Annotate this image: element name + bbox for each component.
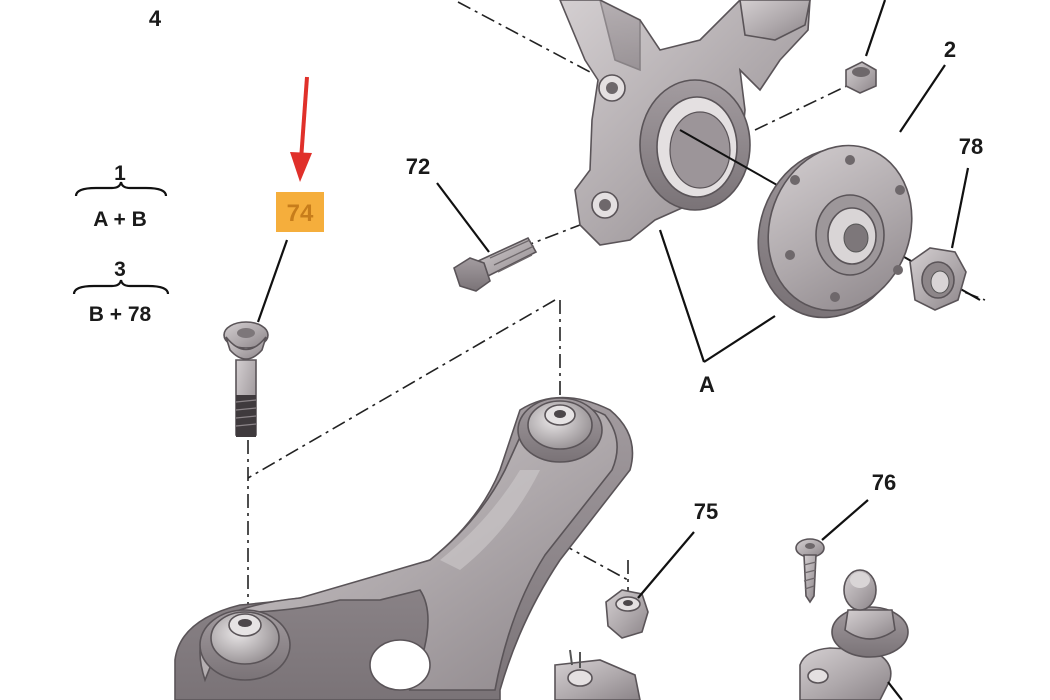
formula-3-number: 3 xyxy=(114,258,126,281)
callout-75: 75 xyxy=(694,499,718,524)
formula-group-1: 1 A + B xyxy=(74,162,168,231)
lower-control-arm xyxy=(174,396,634,700)
callout-72: 72 xyxy=(406,154,430,179)
screw-76 xyxy=(795,538,825,604)
red-indicator-arrow xyxy=(290,76,312,182)
hub-nut xyxy=(909,247,967,311)
bolt-72 xyxy=(453,236,538,292)
leader-lines xyxy=(256,0,970,700)
nut-75 xyxy=(605,589,649,639)
callout-76: 76 xyxy=(872,470,896,495)
callout-74: 74 xyxy=(287,200,314,227)
ball-joint xyxy=(799,569,909,700)
part-74-highlight-box xyxy=(276,192,324,232)
wheel-hub xyxy=(757,144,913,319)
formula-3-expression: B + 78 xyxy=(89,303,152,326)
callout-4: 4 xyxy=(149,6,162,31)
formula-1-expression: A + B xyxy=(93,208,146,231)
callout-2: 2 xyxy=(944,37,956,62)
bolt-74 xyxy=(223,321,269,437)
nut-top xyxy=(845,61,877,94)
formula-1-brace xyxy=(74,181,168,197)
callout-78: 78 xyxy=(959,134,983,159)
callout-A: A xyxy=(699,372,715,397)
formula-group-3: 3 B + 78 xyxy=(72,258,170,326)
mounting-bracket xyxy=(554,649,641,700)
formula-1-number: 1 xyxy=(114,162,126,185)
formula-3-brace xyxy=(72,279,170,295)
steering-knuckle xyxy=(559,0,811,246)
